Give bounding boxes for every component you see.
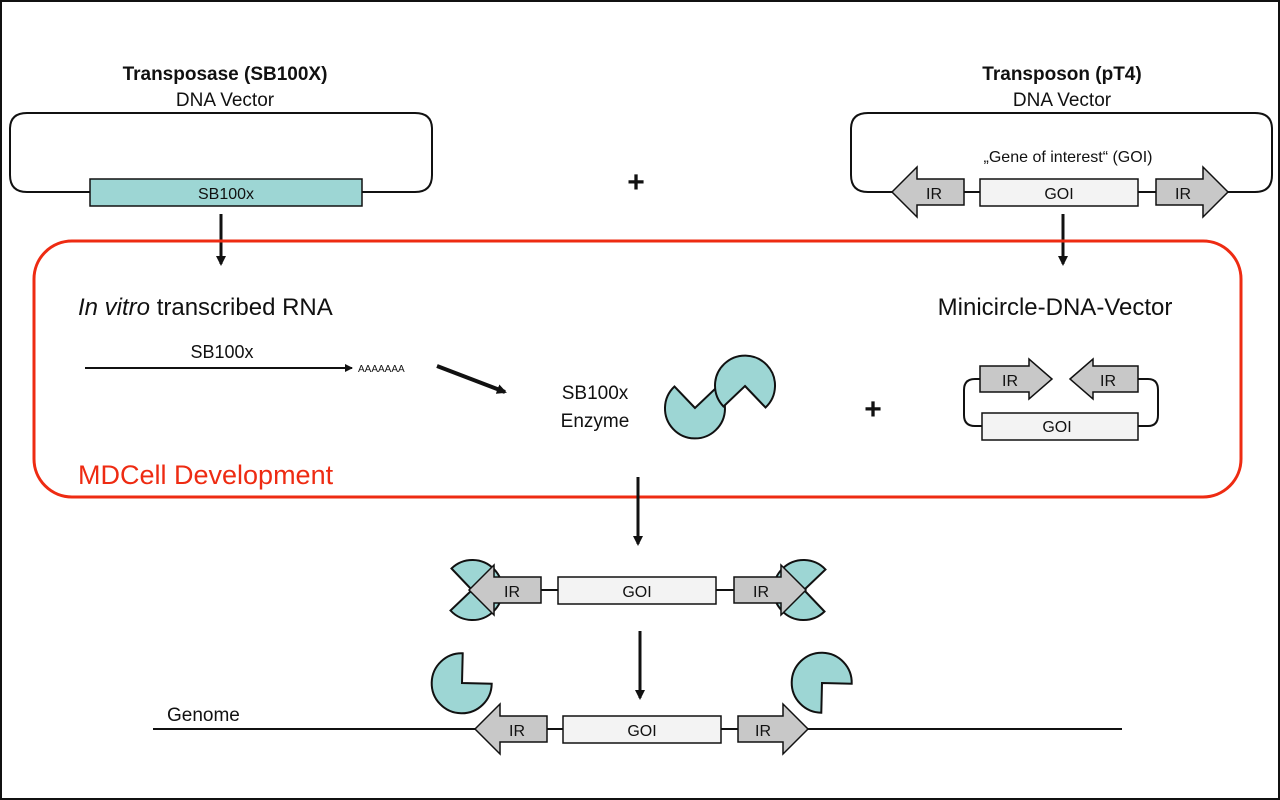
ir-label: IR: [509, 723, 525, 740]
goi-label: GOI: [622, 584, 651, 601]
transposon-title: Transposon (pT4): [982, 64, 1141, 85]
ir-label: IR: [926, 186, 942, 203]
sb100x-gene-label: SB100x: [198, 186, 254, 203]
sb100x-enzyme-icon: [430, 652, 493, 715]
transposase-plasmid: [9, 112, 433, 193]
rna-heading: In vitro transcribed RNA: [78, 294, 333, 321]
ir-label: IR: [1002, 373, 1018, 390]
ir-arrow-left: [890, 165, 965, 219]
goi-label: GOI: [1044, 186, 1073, 203]
ir-label: IR: [1100, 373, 1116, 390]
goi-segment: [979, 178, 1139, 207]
ir-arrow-right: [733, 563, 808, 617]
goi-segment: [562, 715, 722, 744]
goi-label: GOI: [627, 723, 656, 740]
arrow-to-enzyme: [436, 364, 507, 394]
transposase-title: Transposase (SB100X): [123, 64, 328, 85]
minicircle-title: Minicircle-DNA-Vector: [938, 294, 1173, 321]
plus-sign-top: +: [627, 166, 645, 199]
polya-tail: AAAAAAA: [358, 364, 405, 375]
genome-label: Genome: [167, 705, 240, 726]
ir-arrow-left: [1068, 357, 1139, 401]
transposon-subtitle: DNA Vector: [1013, 90, 1112, 111]
ir-arrow-right: [1155, 165, 1230, 219]
goi-label: GOI: [1042, 419, 1071, 436]
minicircle-loop: [963, 378, 1159, 427]
plus-sign-box: +: [864, 393, 882, 426]
ir-label: IR: [755, 723, 771, 740]
goi-caption: „Gene of interest“ (GOI): [984, 149, 1153, 166]
enzyme-label-line1: SB100x: [562, 383, 629, 404]
rna-gene-label: SB100x: [190, 342, 253, 362]
ir-label: IR: [1175, 186, 1191, 203]
rna-heading-rest: transcribed RNA: [150, 294, 333, 321]
ir-arrow-right: [737, 702, 810, 756]
sb100x-enzyme-icon: [790, 651, 853, 714]
sb100x-enzyme-icon: [714, 354, 776, 409]
ir-arrow-right: [979, 357, 1054, 401]
transposon-plasmid: [850, 112, 1273, 193]
ir-label: IR: [753, 584, 769, 601]
sb100x-gene: [89, 178, 363, 207]
ir-label: IR: [504, 584, 520, 601]
enzyme-label-line2: Enzyme: [561, 411, 630, 432]
rna-heading-italic: In vitro: [78, 294, 150, 321]
mdcell-development-label: MDCell Development: [78, 460, 334, 490]
transposase-subtitle: DNA Vector: [176, 90, 275, 111]
goi-segment: [981, 412, 1139, 441]
